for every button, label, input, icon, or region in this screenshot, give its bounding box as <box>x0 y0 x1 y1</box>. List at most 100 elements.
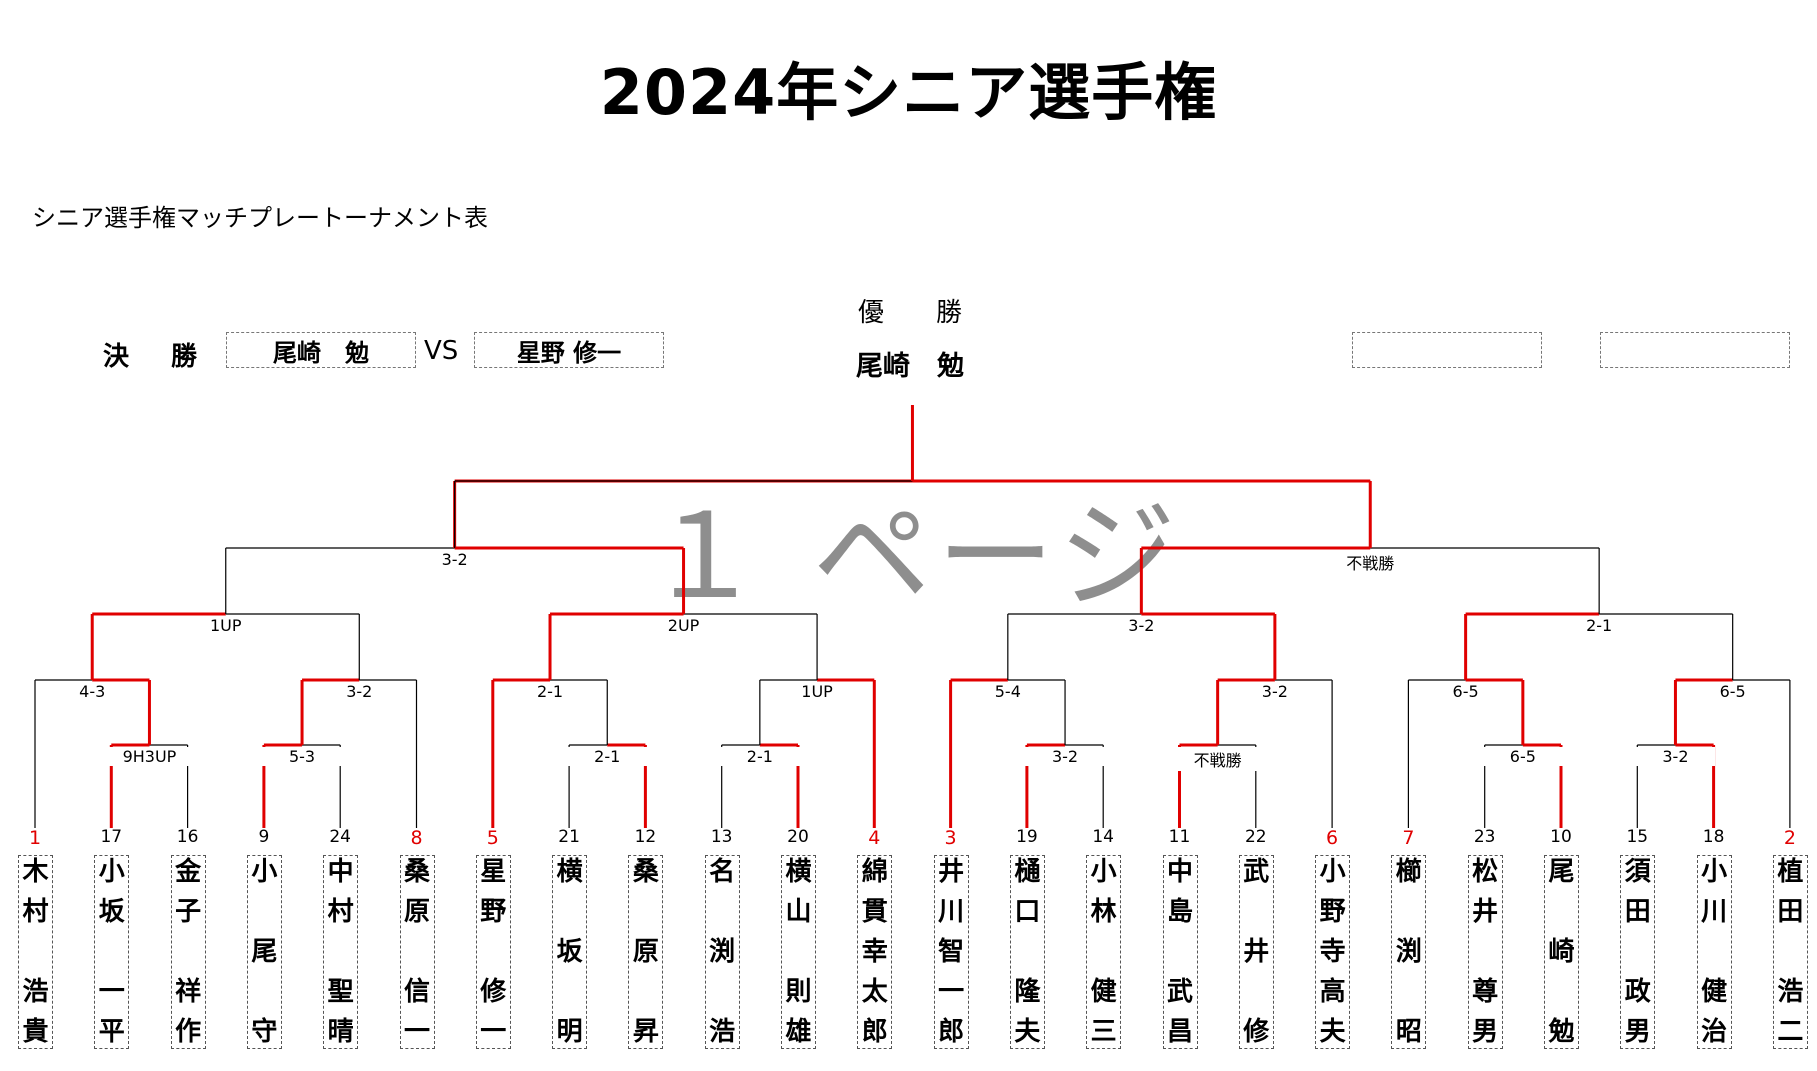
player-name-char: 中 <box>1166 857 1193 887</box>
seed-number: 21 <box>558 827 580 847</box>
player-name-char <box>641 899 650 925</box>
match-score: 2-1 <box>567 747 648 766</box>
player-name-box: 井川智一郎 <box>933 855 969 1049</box>
player-name-char: 木 <box>22 857 49 887</box>
player-name-box: 木村 浩貴 <box>18 855 53 1049</box>
player-name-char <box>794 939 803 965</box>
player-name-char: 昭 <box>1395 1017 1422 1047</box>
player-name-box: 綿貫幸太郎 <box>857 855 893 1049</box>
match-score: 2-1 <box>1559 616 1640 635</box>
player-name-char: 守 <box>251 1017 278 1047</box>
player-name-char <box>1175 939 1184 965</box>
seed-number: 10 <box>1550 827 1572 847</box>
seed-number: 7 <box>1402 827 1415 849</box>
player-name-char: 則 <box>785 977 812 1007</box>
match-score: 5-3 <box>262 747 343 766</box>
player-name-char <box>1481 939 1490 965</box>
player-name-char: 幸 <box>861 937 888 967</box>
player-name-char: 浩 <box>1777 977 1804 1007</box>
player-name-char <box>412 939 421 965</box>
player-name-char <box>107 939 116 965</box>
vs-label: VS <box>424 336 459 366</box>
player-name-char: 櫛 <box>1395 857 1422 887</box>
player-name-char: 桑 <box>632 857 659 887</box>
player-name-box: 櫛 渕 昭 <box>1391 855 1427 1049</box>
player-name-char: 尾 <box>251 937 278 967</box>
player-name-char <box>31 939 40 965</box>
player-name-box: 桑 原 昇 <box>628 855 664 1049</box>
seed-number: 3 <box>944 827 957 849</box>
player-name-char: 夫 <box>1319 1017 1346 1047</box>
player-name-char: 井 <box>1243 937 1270 967</box>
player-name-char: 名 <box>709 857 736 887</box>
player-name-char: 坂 <box>556 937 583 967</box>
player-name-char: 金 <box>175 857 202 887</box>
player-name-char: 祥 <box>175 977 202 1007</box>
match-score: 3-2 <box>414 550 495 569</box>
player-name-char: 浩 <box>709 1017 736 1047</box>
player-name-char: 明 <box>556 1017 583 1047</box>
player-name-char: 須 <box>1624 857 1651 887</box>
player-name-char: 崎 <box>1548 937 1575 967</box>
player-name-char: 井 <box>938 857 965 887</box>
player-name-char: 横 <box>556 857 583 887</box>
player-name-char: 昌 <box>1166 1017 1193 1047</box>
seed-number: 17 <box>100 827 123 847</box>
player-name-char <box>1404 979 1413 1005</box>
player-name-box: 星野 修一 <box>475 855 511 1049</box>
player-name-char: 健 <box>1090 977 1117 1007</box>
match-score: 3-2 <box>1101 616 1182 635</box>
player-name-char <box>565 899 574 925</box>
player-name-char: 一 <box>938 977 965 1007</box>
player-name-char: 川 <box>1701 897 1728 927</box>
player-name-char: 晴 <box>327 1017 354 1047</box>
player-name-char <box>565 979 574 1005</box>
player-name-char: 樋 <box>1014 857 1041 887</box>
final-label: 決 勝 <box>103 342 206 372</box>
player-name-char: 信 <box>403 977 430 1007</box>
player-name-char: 小 <box>1319 857 1346 887</box>
player-name-char: 作 <box>175 1017 202 1047</box>
player-name-box: 横 坂 明 <box>552 855 588 1049</box>
player-name-char: 昇 <box>632 1017 659 1047</box>
player-name-char: 平 <box>98 1017 125 1047</box>
page-title: 2024年シニア選手権 <box>599 56 1218 129</box>
player-name-char: 貫 <box>861 897 888 927</box>
player-name-char: 太 <box>861 977 888 1007</box>
player-name-char: 政 <box>1624 977 1651 1007</box>
player-name-char <box>260 979 269 1005</box>
player-name-char <box>1099 939 1108 965</box>
player-name-char: 坂 <box>98 897 125 927</box>
match-score: 1UP <box>185 616 266 635</box>
match-score: 2-1 <box>510 682 591 701</box>
player-name-box: 中島 武昌 <box>1162 855 1198 1049</box>
player-name-char: 尾 <box>1548 857 1575 887</box>
player-name-char: 渕 <box>1395 937 1422 967</box>
player-name-char: 渕 <box>709 937 736 967</box>
player-name-box: 横山 則雄 <box>781 855 816 1049</box>
player-name-char <box>1252 899 1261 925</box>
player-name-char: 智 <box>938 937 965 967</box>
match-score: 6-5 <box>1425 682 1506 701</box>
seed-number: 11 <box>1168 827 1191 847</box>
player-name-char: 子 <box>175 897 202 927</box>
player-name-char <box>718 899 727 925</box>
final-player-a-box: 尾崎 勉 <box>226 332 416 368</box>
match-score: 4-3 <box>52 682 133 701</box>
player-name-char: 一 <box>403 1017 430 1047</box>
player-name-box: 小川 健治 <box>1696 855 1732 1049</box>
final-player-a: 尾崎 勉 <box>273 338 369 367</box>
player-name-char: 一 <box>480 1017 507 1047</box>
player-name-char: 山 <box>785 897 812 927</box>
player-name-char: 武 <box>1243 857 1270 887</box>
empty-box-1 <box>1352 332 1542 368</box>
match-score: 5-4 <box>967 682 1048 701</box>
player-name-box: 須田 政男 <box>1620 855 1656 1049</box>
player-name-char: 野 <box>1319 897 1346 927</box>
player-name-box: 尾 崎 勉 <box>1544 855 1579 1049</box>
match-score: 9H3UP <box>109 747 190 766</box>
player-name-char: 野 <box>480 897 507 927</box>
player-name-char: 隆 <box>1014 977 1041 1007</box>
seed-number: 23 <box>1473 827 1496 847</box>
player-name-char: 男 <box>1624 1017 1651 1047</box>
